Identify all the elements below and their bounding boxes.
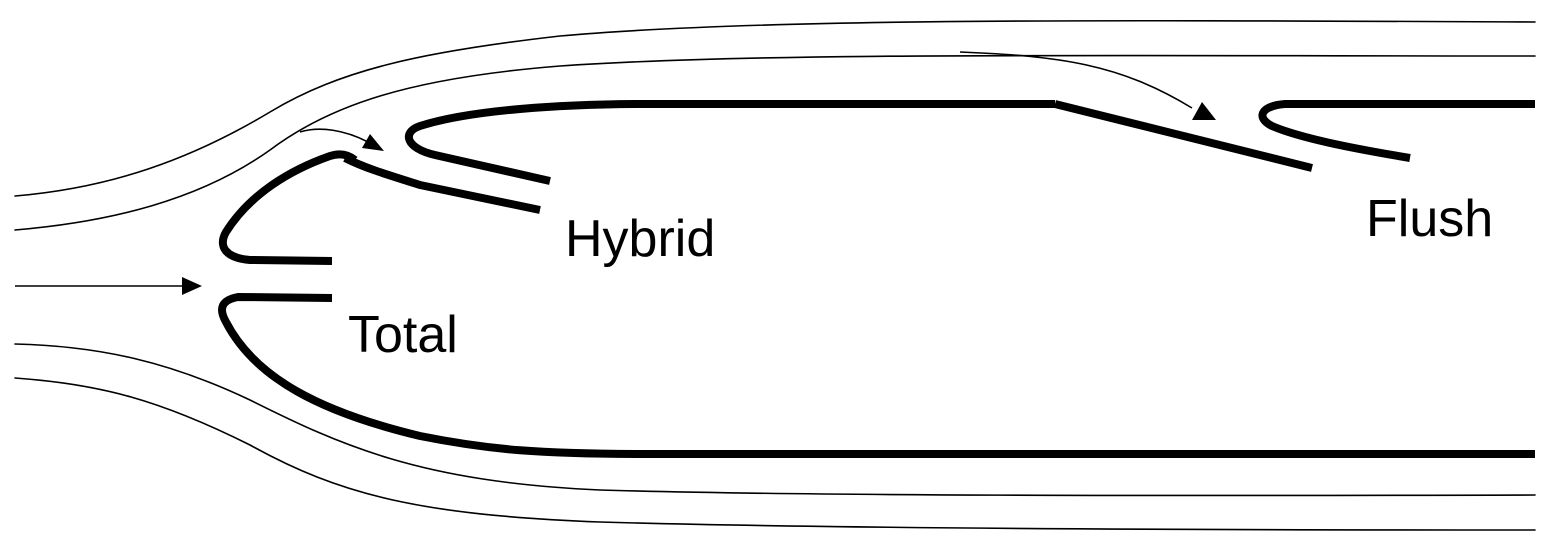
hybrid-flow-arrow: [299, 128, 369, 143]
upper-outer-streamline: [14, 19, 1536, 197]
total-inlet-upper-lip: [218, 150, 358, 265]
hybrid-inlet-lower-lip: [343, 154, 541, 214]
lower-outer-streamline: [14, 377, 1536, 531]
flush-flow-arrow: [959, 51, 1193, 109]
flush-label: Flush: [1366, 190, 1493, 248]
flush-inlet-ramp: [1054, 100, 1313, 172]
hybrid-arrow-head: [362, 134, 384, 151]
central-arrow-head: [182, 277, 202, 295]
lower-inner-streamline: [14, 343, 1536, 497]
flush-arrow-head: [1192, 102, 1216, 120]
hybrid-label: Hybrid: [565, 210, 715, 268]
upper-inner-streamline: [14, 54, 1536, 231]
total-label: Total: [348, 306, 458, 364]
hybrid-inlet-cowl: [404, 100, 1055, 185]
flush-inlet-cowl: [1258, 100, 1535, 162]
total-inlet-lower-lip: [218, 293, 1535, 458]
